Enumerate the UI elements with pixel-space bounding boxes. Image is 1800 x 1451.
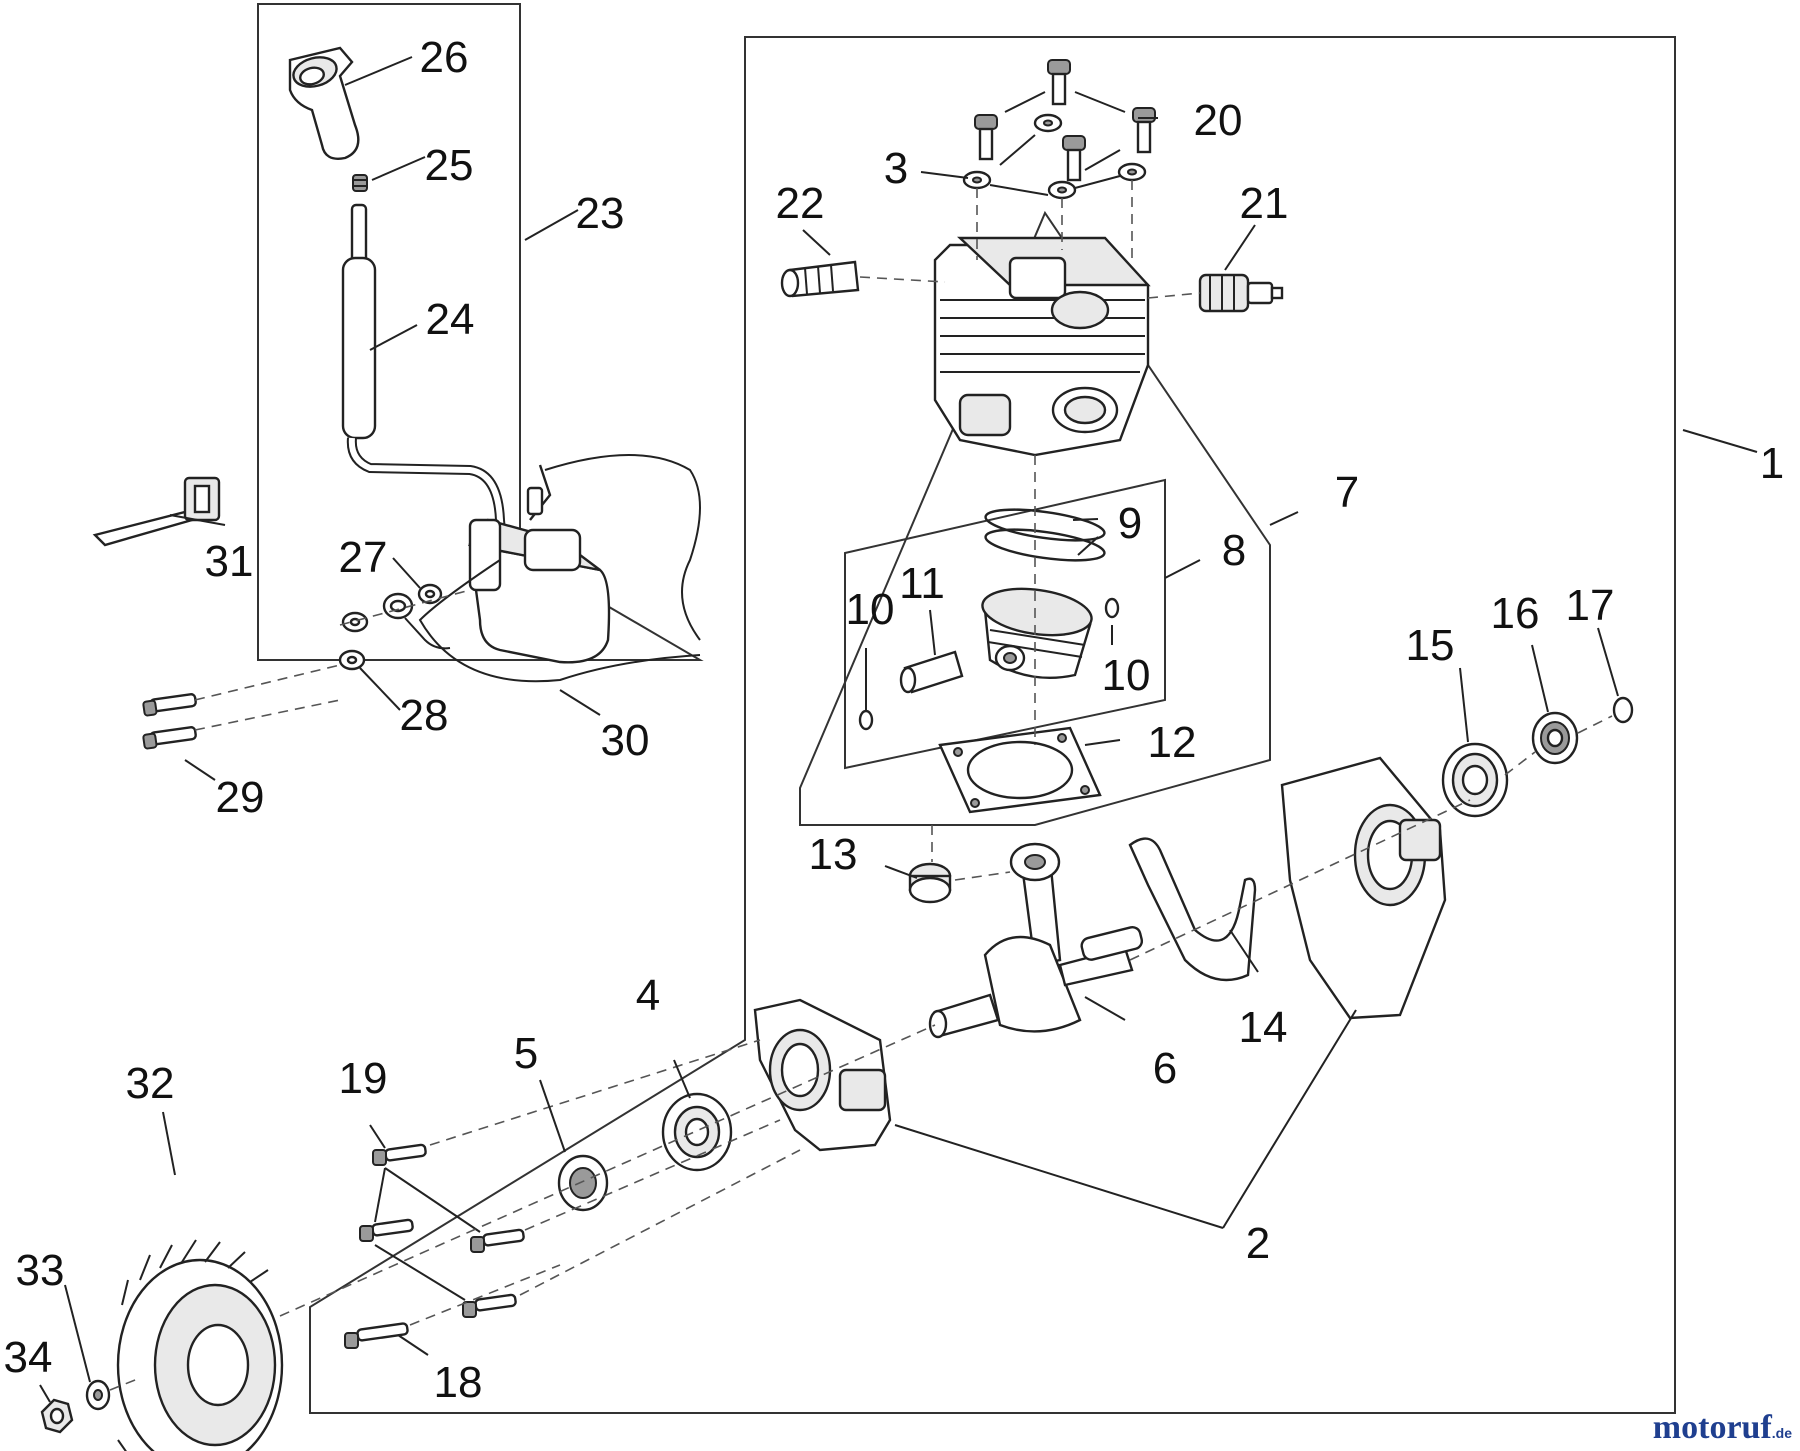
part-label-21: 21 (1240, 179, 1289, 228)
part-label-20: 20 (1194, 96, 1243, 145)
part-label-4: 4 (636, 971, 660, 1020)
spark-plug (1147, 273, 1284, 313)
coil-fasteners (142, 583, 471, 750)
part-label-7: 7 (1335, 468, 1359, 517)
part-label-27: 27 (339, 533, 388, 582)
piston-group-frame (844, 478, 1166, 770)
part-label-16: 16 (1491, 589, 1540, 638)
part-label-3: 3 (884, 144, 908, 193)
cylinder-bolts (962, 59, 1156, 260)
flywheel (116, 1239, 284, 1451)
cable-tie (92, 476, 221, 547)
part-label-26: 26 (420, 33, 469, 82)
part-number-labels: 1 2 3 4 5 6 7 8 9 10 10 11 12 13 14 15 1… (4, 33, 1785, 1407)
part-label-28: 28 (400, 691, 449, 740)
watermark-text: motoruf.de (1653, 1409, 1792, 1446)
part-label-1: 1 (1760, 439, 1784, 488)
watermark: motoruf.de (1653, 1409, 1792, 1446)
part-label-6: 6 (1153, 1044, 1177, 1093)
base-gasket (938, 726, 1102, 814)
main-assembly-frame (309, 36, 1676, 1414)
part-label-8: 8 (1222, 526, 1246, 575)
cylinder-group (780, 59, 1284, 457)
main-bearing-right (1441, 742, 1509, 818)
needle-bearing (908, 825, 1011, 904)
part-label-18: 18 (434, 1358, 483, 1407)
part-label-34: 34 (4, 1333, 53, 1382)
part-label-19: 19 (339, 1054, 388, 1103)
decompression-valve (780, 260, 946, 298)
main-bearing-left (661, 1092, 733, 1172)
part-label-25: 25 (425, 141, 474, 190)
pin-circlips (858, 597, 1120, 731)
part-label-29: 29 (216, 773, 265, 822)
ignition-group (92, 46, 701, 750)
crankcase-screws (279, 1024, 936, 1349)
assembly-frames (257, 3, 1676, 1414)
part-label-9: 9 (1118, 499, 1142, 548)
part-label-24: 24 (426, 295, 475, 344)
part-label-17: 17 (1566, 581, 1615, 630)
cylinder (933, 236, 1151, 457)
boot-spring (352, 174, 368, 192)
flywheel-group (40, 1239, 284, 1451)
part-label-23: 23 (576, 189, 625, 238)
piston-rings (984, 508, 1106, 562)
flywheel-washer (85, 1379, 111, 1411)
part-label-31: 31 (205, 537, 254, 586)
part-label-33: 33 (16, 1246, 65, 1295)
crankshaft (928, 842, 1144, 1039)
part-label-13: 13 (809, 830, 858, 879)
piston (981, 587, 1093, 680)
part-label-5: 5 (514, 1029, 538, 1078)
part-label-32: 32 (126, 1059, 175, 1108)
part-label-10a: 10 (846, 585, 895, 634)
crankcase-left (753, 998, 892, 1152)
spark-plug-boot (288, 46, 360, 160)
part-label-12: 12 (1148, 718, 1197, 767)
leader-lines (39, 56, 1758, 1403)
ignition-coil (418, 454, 701, 683)
crank-group (279, 696, 1634, 1349)
circlip-right (1612, 696, 1634, 724)
part-label-10b: 10 (1102, 651, 1151, 700)
part-label-30: 30 (601, 716, 650, 765)
part-label-22: 22 (776, 179, 825, 228)
part-label-11: 11 (899, 559, 945, 608)
part-label-2: 2 (1246, 1219, 1270, 1268)
cylinder-group-frame (799, 210, 1271, 826)
crankcase-right (1280, 756, 1447, 1020)
piston-pin (899, 650, 964, 694)
oil-seal-left (557, 1154, 609, 1212)
ht-lead (341, 203, 508, 556)
oil-seal-right (1531, 711, 1579, 765)
part-label-15: 15 (1406, 621, 1455, 670)
part-label-14: 14 (1239, 1003, 1288, 1052)
flywheel-nut (40, 1398, 74, 1434)
piston-group (858, 455, 1120, 814)
crankcase-gasket (1128, 837, 1257, 982)
